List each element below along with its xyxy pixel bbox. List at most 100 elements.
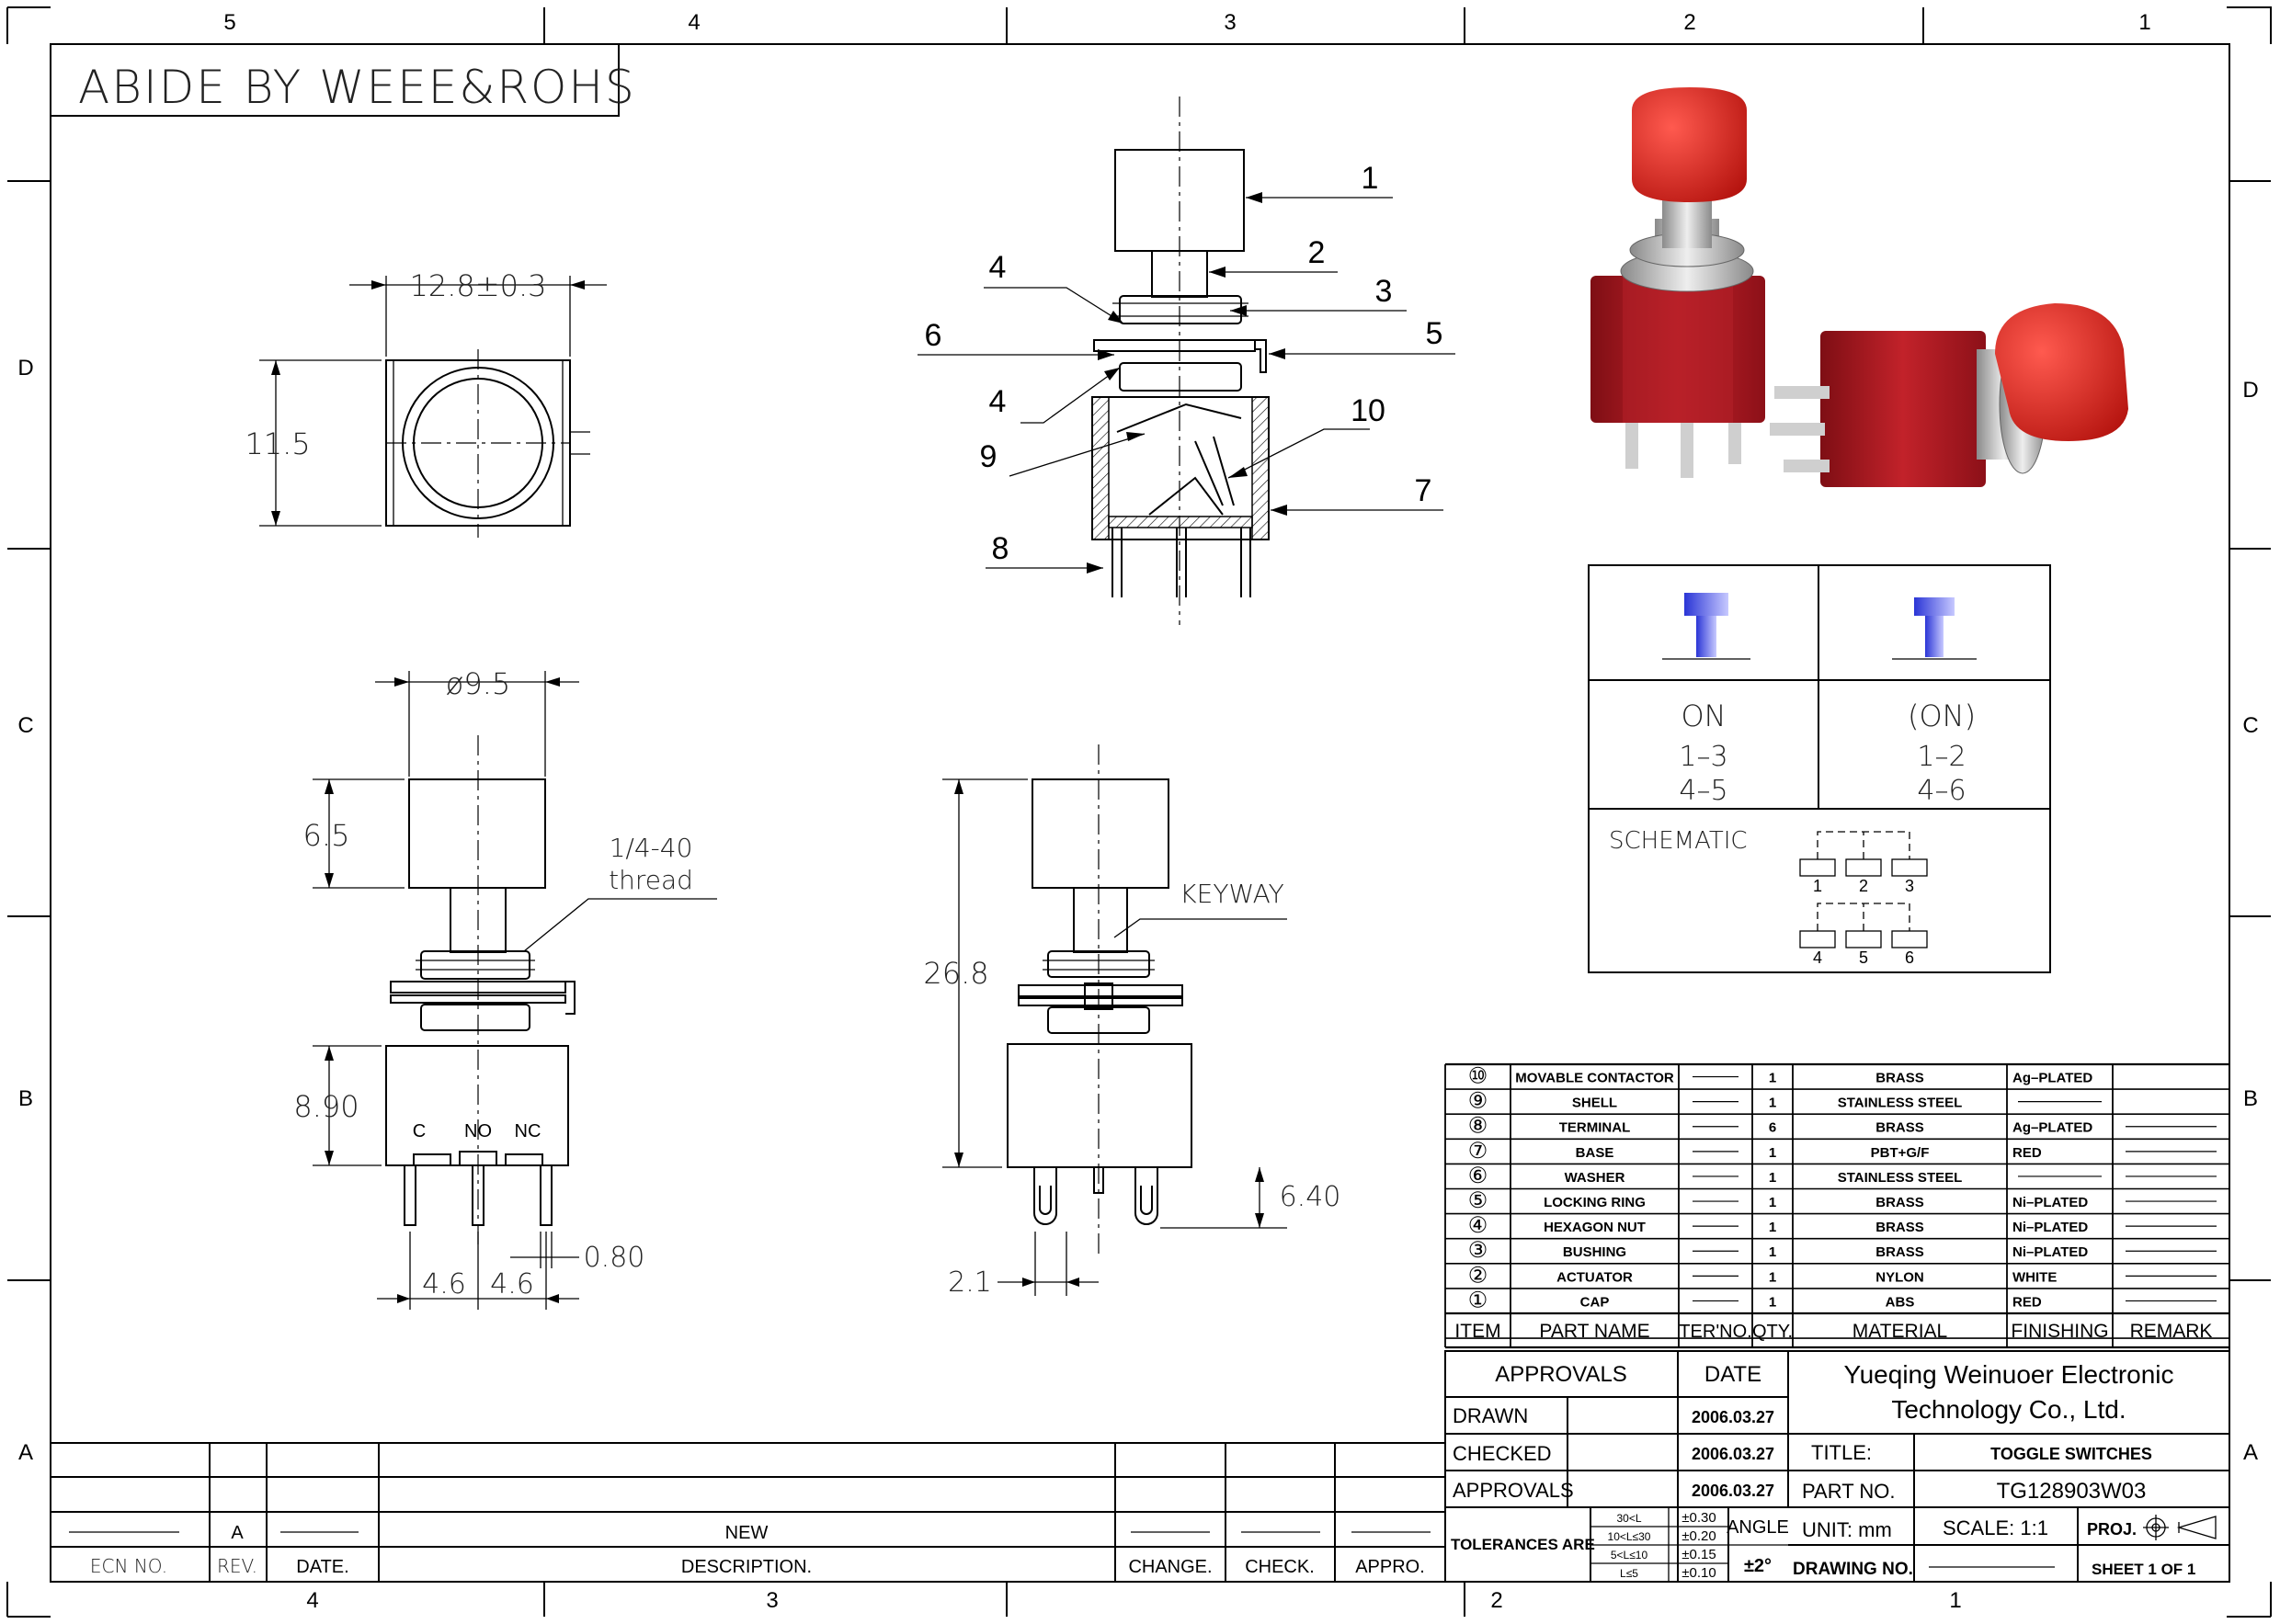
tol-value-2: ±0.20 xyxy=(1682,1528,1716,1544)
bom-material: NYLON xyxy=(1875,1269,1924,1285)
bom-finishing: Ni–PLATED xyxy=(2012,1220,2088,1235)
pin-label-c: C xyxy=(413,1121,426,1141)
zone-right-B: B xyxy=(2243,1086,2258,1111)
thread-label-2: thread xyxy=(609,865,693,895)
callout-10: 10 xyxy=(1351,393,1385,428)
dim-pin-width: 0.80 xyxy=(584,1242,645,1274)
revision-block: A NEW ECN NO. REV. DATE. DESCRIPTION. CH… xyxy=(50,1442,1446,1583)
schematic-label: SCHEMATIC xyxy=(1609,827,1748,855)
company-name-1: Yueqing Weinuoer Electronic xyxy=(1843,1360,2173,1389)
callout-7: 7 xyxy=(1415,473,1432,508)
bom-finishing: Ag–PLATED xyxy=(2012,1120,2092,1136)
zone-left-C: C xyxy=(17,713,33,738)
bom-part-name: BUSHING xyxy=(1563,1244,1626,1260)
bom-part-name: ACTUATOR xyxy=(1556,1269,1633,1285)
bom-qty: 1 xyxy=(1769,1170,1776,1186)
scale-label: SCALE: 1:1 xyxy=(1943,1516,2048,1539)
state-momentary-label: (ON) xyxy=(1908,698,1976,733)
zone-top-4: 4 xyxy=(688,10,700,35)
front-view: C NO NC ø9.5 6.5 1/4-40 thread 8.90 4.6 … xyxy=(293,666,717,1310)
company-name-2: Technology Co., Ltd. xyxy=(1891,1395,2126,1424)
bom-part-name: MOVABLE CONTACTOR xyxy=(1515,1071,1674,1086)
dim-height: 11.5 xyxy=(245,426,310,461)
bom-finishing: RED xyxy=(2012,1145,2042,1161)
callout-5: 5 xyxy=(1426,316,1443,351)
thread-label-1: 1/4-40 xyxy=(610,833,693,863)
bom-item-number: ⑩ xyxy=(1468,1064,1488,1089)
bom-item-number: ⑦ xyxy=(1468,1139,1488,1164)
terminal-6: 6 xyxy=(1905,948,1914,967)
bom-qty: 1 xyxy=(1769,1220,1776,1235)
zone-left-D: D xyxy=(17,356,33,380)
bom-part-name: SHELL xyxy=(1572,1096,1617,1111)
sheet-label: SHEET 1 OF 1 xyxy=(2092,1561,2195,1578)
switch-function-table: ON 1–3 4–5 (ON) 1–2 4–6 SCHEMATIC 1 2 3 … xyxy=(1588,564,2051,973)
state-on-contacts-1: 1–3 xyxy=(1679,741,1727,773)
bom-material: BRASS xyxy=(1875,1120,1924,1136)
dim-base-height: 8.90 xyxy=(293,1089,359,1124)
terminal-3: 3 xyxy=(1905,877,1914,895)
tol-value-3: ±0.15 xyxy=(1682,1547,1716,1562)
terminal-5: 5 xyxy=(1859,948,1868,967)
approved-date: 2006.03.27 xyxy=(1692,1482,1774,1500)
dim-pin-gap: 2.1 xyxy=(948,1266,992,1299)
dim-total-height: 26.8 xyxy=(923,956,988,991)
bom-item-number: ⑤ xyxy=(1468,1188,1488,1213)
bom-part-name: BASE xyxy=(1576,1145,1614,1161)
callout-2: 2 xyxy=(1308,235,1326,270)
callout-4-lower: 4 xyxy=(989,384,1007,419)
tol-range-1: 30<L xyxy=(1616,1512,1641,1525)
bom-material: STAINLESS STEEL xyxy=(1838,1170,1963,1186)
bom-finishing: Ni–PLATED xyxy=(2012,1195,2088,1210)
zone-left-B: B xyxy=(18,1086,33,1111)
state-momentary-contacts-2: 4–6 xyxy=(1917,775,1966,807)
title-label: TITLE: xyxy=(1811,1441,1872,1464)
checked-label: CHECKED xyxy=(1453,1442,1552,1465)
zone-bottom-4: 4 xyxy=(306,1588,318,1613)
zone-bottom-3: 3 xyxy=(766,1588,778,1613)
callout-8: 8 xyxy=(992,531,1009,566)
angle-value: ±2° xyxy=(1744,1556,1772,1576)
zone-right-C: C xyxy=(2242,713,2258,738)
red-cap-right xyxy=(1995,303,2128,441)
dim-pitch-2: 4.6 xyxy=(490,1268,534,1300)
bom-finishing: Ag–PLATED xyxy=(2012,1071,2092,1086)
bom-header-part-name: PART NAME xyxy=(1539,1321,1649,1342)
tol-value-1: ±0.30 xyxy=(1682,1510,1716,1526)
pin-label-nc: NC xyxy=(515,1121,542,1141)
actuator-released-icon xyxy=(1662,593,1750,660)
zone-labels: 5 4 3 2 1 4 3 2 1 D C B A D C B A xyxy=(17,10,2258,1613)
drawing-no-label: DRAWING NO. xyxy=(1793,1560,1913,1579)
zone-right-D: D xyxy=(2242,378,2258,403)
bom-qty: 1 xyxy=(1769,1071,1776,1086)
bom-qty: 1 xyxy=(1769,1096,1776,1111)
dim-pin-length: 6.40 xyxy=(1280,1181,1341,1213)
part-no-label: PART NO. xyxy=(1802,1480,1895,1503)
state-momentary-contacts-1: 1–2 xyxy=(1917,741,1966,773)
terminal-4: 4 xyxy=(1813,948,1822,967)
bom-item-number: ④ xyxy=(1468,1213,1488,1238)
bom-header-remark: REMARK xyxy=(2130,1321,2213,1342)
bom-qty: 1 xyxy=(1769,1195,1776,1210)
terminal-2: 2 xyxy=(1859,877,1868,895)
bom-qty: 1 xyxy=(1769,1145,1776,1161)
red-cap-left xyxy=(1632,87,1747,202)
switch-body-right xyxy=(1820,331,1986,487)
dim-diameter: ø9.5 xyxy=(446,666,510,701)
tol-range-4: L≤5 xyxy=(1620,1567,1638,1580)
bom-item-number: ⑥ xyxy=(1468,1164,1488,1188)
state-on-label: ON xyxy=(1681,698,1726,733)
dim-pitch-1: 4.6 xyxy=(422,1268,466,1300)
bom-part-name: HEXAGON NUT xyxy=(1544,1220,1646,1235)
description-header: DESCRIPTION. xyxy=(681,1557,812,1577)
schematic-diagram: 1 2 3 4 5 6 xyxy=(1799,831,1928,967)
bom-part-name: TERMINAL xyxy=(1559,1120,1631,1136)
bom-header-ter-no: TER'NO. xyxy=(1679,1322,1751,1342)
tol-value-4: ±0.10 xyxy=(1682,1565,1716,1581)
zone-top-2: 2 xyxy=(1683,10,1695,35)
bom-item-number: ③ xyxy=(1468,1238,1488,1263)
callout-4-upper: 4 xyxy=(989,250,1007,285)
bom-item-number: ⑨ xyxy=(1468,1089,1488,1114)
side-view: KEYWAY 26.8 6.40 2.1 xyxy=(923,744,1340,1299)
check-header: CHECK. xyxy=(1245,1557,1315,1577)
